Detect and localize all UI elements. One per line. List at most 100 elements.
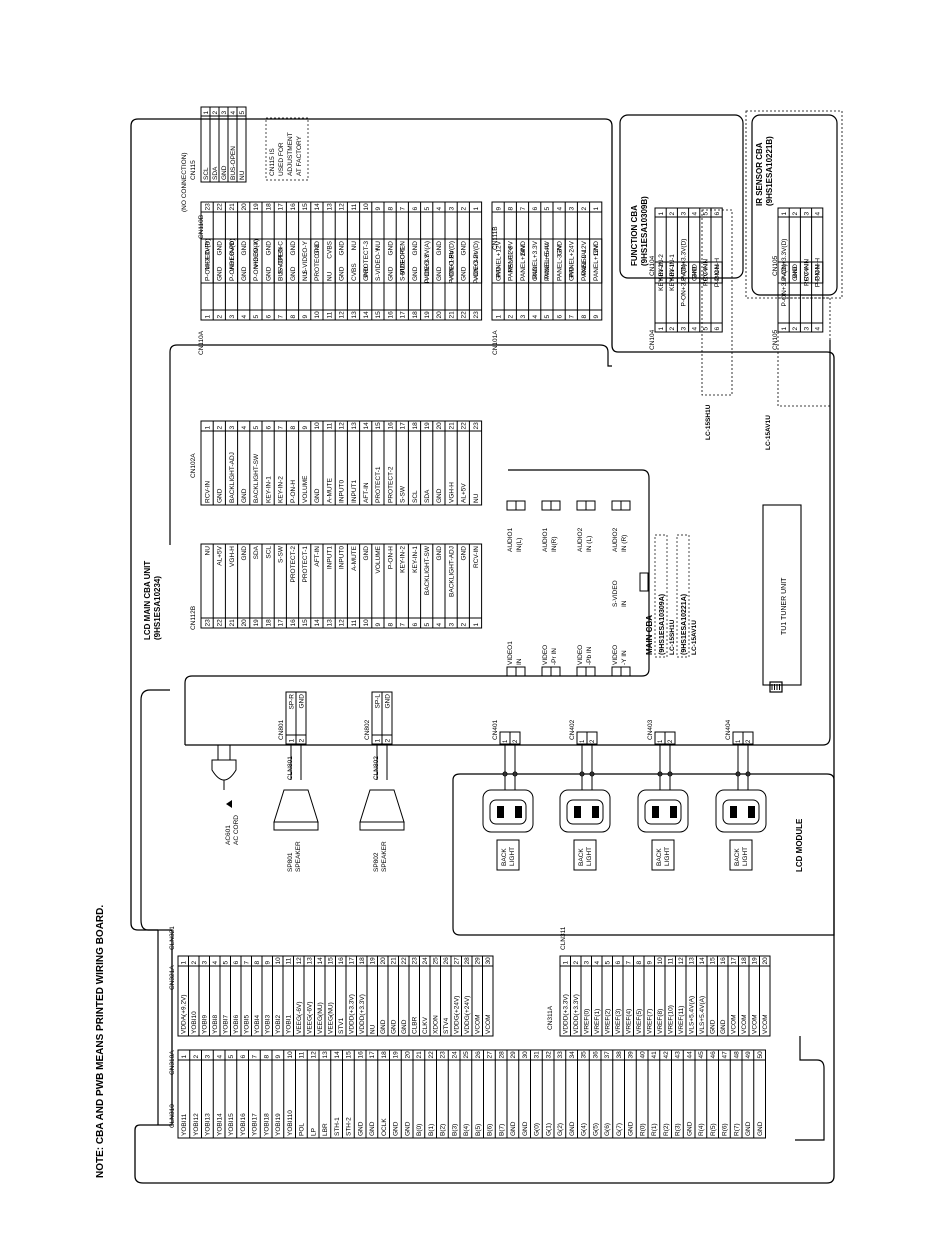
pin-label: P-ON+3.3V(D) [473,241,480,283]
pin-label: P-ON+3.3V(D) [781,239,788,281]
pin-label: GND [217,266,224,281]
pin-label: GND [217,241,224,256]
pin-icon [497,806,504,818]
pin-number: 19 [253,203,260,211]
pin-label: A-MUTE [351,545,358,571]
pin-label: VEEG(-6V) [296,1001,303,1034]
pin-label: GND [369,1121,376,1136]
model-ir: LC-15AV1U [765,415,772,450]
pin-label: VREF(11) [678,1006,685,1034]
backlight-label-2: LIGHT [664,847,671,866]
pin-number: 45 [698,1051,705,1059]
pin-number: 12 [310,1051,317,1059]
pin-number: 2 [193,1055,200,1059]
function-cba-part: (9HS1ESA10309B) [640,196,649,266]
pin-label: GND [686,1121,693,1136]
pin-number: 27 [487,1051,494,1059]
pin-number: 22 [461,311,468,319]
pin-label: S-SW [278,545,285,563]
speaker-icon [359,789,405,823]
pin-label: YOBI18 [263,1113,270,1136]
backlight-socket [722,799,760,825]
pin-number: 49 [745,1051,752,1059]
pin-number: 1 [288,739,295,743]
pin-number: 17 [400,311,407,319]
pin-number: 7 [520,207,527,211]
pin-number: 20 [404,1051,411,1059]
pin-number: 15 [375,422,382,430]
pin-number: 5 [703,327,710,331]
lcd-module-title: LCD MODULE [795,818,804,872]
pin-number: 37 [604,1051,611,1059]
pin-icon [730,806,737,818]
pin-label: GND [339,241,346,256]
pin-number: 10 [657,957,664,965]
audio-input-label: AUDIO2 [612,527,619,552]
pin-label: VREF(2) [605,1009,612,1034]
ir-sensor-frame [751,114,838,296]
video-input-label: VIDEO [612,645,619,665]
pin-label: R(4) [698,1123,705,1136]
pin-number: 9 [275,1055,282,1059]
pin-label: G(0) [534,1123,541,1136]
main-cba-part: (9HS1ESA10234) [153,576,162,640]
pin-number: 41 [651,1051,658,1059]
pin-number: 20 [241,619,248,627]
pin-label: PANEL+12V [495,240,502,277]
pin-number: 8 [387,623,394,627]
pin-label: GND [412,241,419,256]
pin-number: 44 [686,1051,693,1059]
pin-number: 8 [508,207,515,211]
pin-number: 15 [328,957,335,965]
audio-input-sub: IN (L) [586,536,593,552]
pin-label: GND [265,241,272,256]
pin-label: PANEL+3.3V [532,240,539,279]
pin-label: VREF(8) [657,1009,664,1034]
pin-label: GND [314,488,321,503]
pin-number: 4 [216,1055,223,1059]
pin-number: 1 [204,315,211,319]
pin-label: VREF(3) [615,1009,622,1034]
pin-label: BACKLIGHT-ADJ [448,546,455,597]
main-cba-label: MAIN CBA [645,615,654,655]
pin-label: YOBI5 [244,1014,251,1034]
pin-label: GND [384,694,391,709]
pin-label: NU [473,493,480,503]
pin-label: P-ON-H [714,258,721,281]
pin-label: YOBI15 [228,1113,235,1136]
pin-label: YOBI11 [181,1113,188,1136]
pin-label: YOBI6 [233,1014,240,1034]
pin-label: NU [302,271,309,281]
pin-label: STH-2 [346,1117,353,1136]
tuner-label: TU1 TUNER UNIT [781,577,788,635]
video-input-sub: -Pb IN [586,646,593,665]
pin-label: GND [710,1019,717,1034]
pin-label: NU [239,170,246,180]
pin-number: 8 [387,207,394,211]
backlight-connector [715,789,767,833]
sp801-label: SP801 [287,852,294,872]
pin-number: 18 [265,203,272,211]
video-input-label: VIDEO [577,645,584,665]
speaker-icon [273,789,319,823]
pin-number: 9 [375,207,382,211]
pin-label: S-VIDEO-C [400,247,407,281]
pin-number: 11 [351,619,358,626]
pin-label: PANEL-12V [581,240,588,275]
pin-label: GND [380,1019,387,1034]
pin-label: VREF(4) [626,1009,633,1034]
pin-label: GND [692,264,699,279]
pin-number: 7 [400,623,407,627]
cn115-note-box [265,117,309,181]
pin-label: SDA [212,166,219,180]
pin-number: 22 [401,957,408,965]
pin-label: B(5) [475,1124,482,1136]
pin-number: 1 [658,739,664,743]
pin-label: A-MUTE [326,477,333,503]
pin-number: 5 [253,426,260,430]
cn104-function-title: CN104 [649,255,656,276]
cn115-note: AT FACTORY [296,135,303,176]
pin-label: VCOM [762,1015,769,1035]
video-input-sub: -Y IN [621,650,628,665]
model-function: LC-15SH1U [705,404,712,440]
